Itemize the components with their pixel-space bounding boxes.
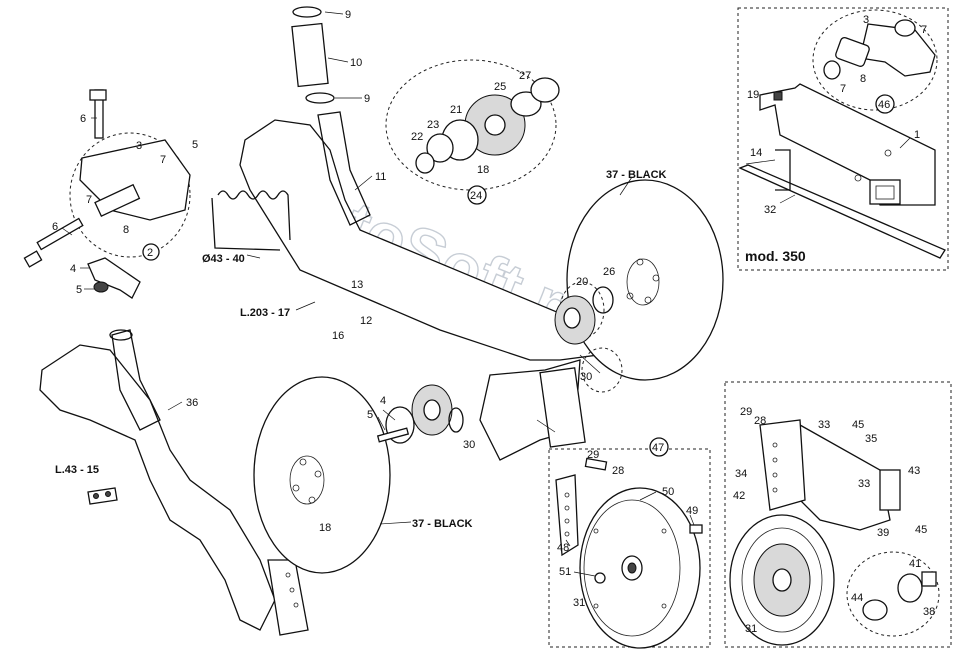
disc-label-upper: 37 - BLACK — [606, 169, 667, 181]
label-50: 50 — [662, 486, 674, 498]
label-13: 13 — [351, 279, 363, 291]
part-labels: 9 10 9 11 6 3 5 7 7 8 6 4 5 25 27 21 23 … — [52, 9, 935, 635]
label-29a: 29 — [587, 449, 599, 461]
label-8a: 8 — [123, 224, 129, 236]
circled-callouts: 2 24 46 47 — [142, 94, 895, 457]
label-22: 22 — [411, 131, 423, 143]
label-28b: 28 — [754, 415, 766, 427]
ref-label-l203: L.203 - 17 — [240, 307, 290, 319]
reference-labels: 37 - BLACK 37 - BLACK Ø43 - 40 L.203 - 1… — [55, 169, 667, 530]
label-28a: 28 — [612, 465, 624, 477]
label-33b: 33 — [858, 478, 870, 490]
label-9b: 9 — [364, 93, 370, 105]
label-26: 26 — [603, 266, 615, 278]
label-30a: 30 — [580, 371, 592, 383]
label-5c: 5 — [367, 409, 373, 421]
label-3b: 3 — [863, 14, 869, 26]
mod350-box: mod. 350 — [737, 7, 949, 271]
label-6a: 6 — [80, 113, 86, 125]
main-frame-upper — [23, 6, 724, 393]
spring-ref-label: Ø43 - 40 — [202, 253, 245, 265]
label-7d: 7 — [840, 83, 846, 95]
label-35: 35 — [865, 433, 877, 445]
label-14: 14 — [750, 147, 762, 159]
label-49: 49 — [686, 505, 698, 517]
mod350-title: mod. 350 — [745, 248, 806, 264]
label-8b: 8 — [860, 73, 866, 85]
label-38: 38 — [923, 606, 935, 618]
label-45b: 45 — [915, 524, 927, 536]
callout-24: 24 — [470, 190, 482, 202]
label-36: 36 — [186, 397, 198, 409]
ref-label-l43: L.43 - 15 — [55, 464, 99, 476]
callout-2: 2 — [147, 247, 153, 259]
label-20: 20 — [576, 276, 588, 288]
label-1: 1 — [914, 129, 920, 141]
label-5b: 5 — [76, 284, 82, 296]
label-10: 10 — [350, 57, 362, 69]
label-18a: 18 — [477, 164, 489, 176]
label-34: 34 — [735, 468, 747, 480]
label-16: 16 — [332, 330, 344, 342]
label-51: 51 — [559, 566, 571, 578]
label-31a: 31 — [573, 597, 585, 609]
label-43: 43 — [908, 465, 920, 477]
main-frame-lower — [39, 329, 586, 636]
label-32: 32 — [764, 204, 776, 216]
label-12: 12 — [360, 315, 372, 327]
label-19: 19 — [747, 89, 759, 101]
label-7b: 7 — [86, 194, 92, 206]
label-30b: 30 — [463, 439, 475, 451]
label-21: 21 — [450, 104, 462, 116]
label-18b: 18 — [319, 522, 331, 534]
label-5a: 5 — [192, 139, 198, 151]
gauge-wheel-box — [548, 448, 711, 649]
disc-label-lower: 37 - BLACK — [412, 518, 473, 530]
label-4b: 4 — [380, 395, 386, 407]
label-29b: 29 — [740, 406, 752, 418]
label-25: 25 — [494, 81, 506, 93]
label-23: 23 — [427, 119, 439, 131]
leader-lines — [61, 11, 911, 577]
label-48: 48 — [557, 542, 569, 554]
label-31b: 31 — [745, 623, 757, 635]
label-27: 27 — [519, 70, 531, 82]
label-39: 39 — [877, 527, 889, 539]
label-9a: 9 — [345, 9, 351, 21]
press-wheel-box — [724, 381, 952, 648]
label-33a: 33 — [818, 419, 830, 431]
label-44: 44 — [851, 592, 863, 604]
label-3a: 3 — [136, 140, 142, 152]
label-45a: 45 — [852, 419, 864, 431]
callout-47: 47 — [652, 442, 664, 454]
label-42: 42 — [733, 490, 745, 502]
callout-46: 46 — [878, 99, 890, 111]
label-41: 41 — [909, 558, 921, 570]
label-4a: 4 — [70, 263, 76, 275]
label-11: 11 — [375, 171, 386, 183]
label-7c: 7 — [921, 24, 927, 36]
label-6b: 6 — [52, 221, 58, 233]
label-7a: 7 — [160, 154, 166, 166]
